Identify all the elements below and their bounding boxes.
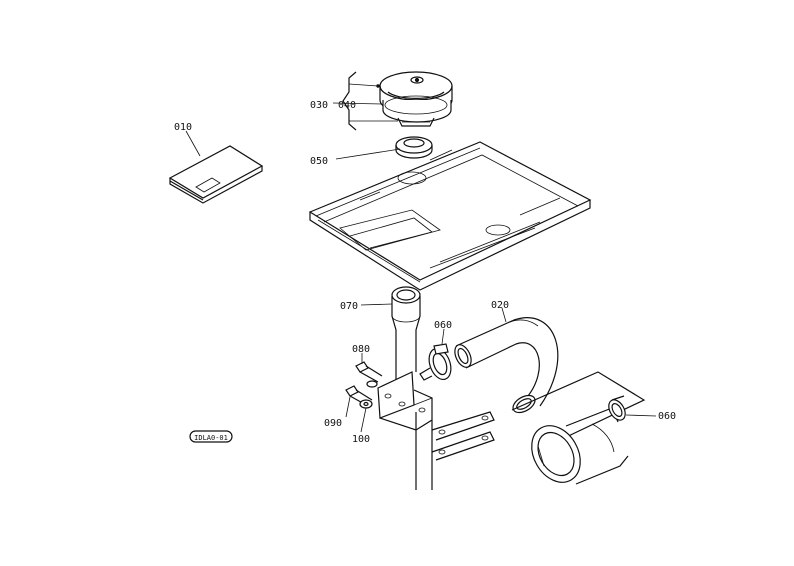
part-080-bolt [355,353,383,388]
part-060-hose-clamp [419,328,452,381]
part-010-manual [168,130,264,204]
hood-panel [308,141,592,291]
part-070-intake-pipe [360,286,421,405]
mounting-bracket [377,371,433,431]
housing-body [511,371,646,485]
drawing-stamp: IDLA0-01 [189,430,233,443]
label-050: 050 [310,156,328,167]
part-090-100-bolt-washer [345,385,373,433]
part-050-grommet [335,136,433,160]
stamp-text: IDLA0-01 [194,434,228,442]
part-020-hose [454,307,559,414]
label-010: 010 [174,122,192,133]
label-080: 080 [352,344,370,355]
label-100: 100 [352,434,370,445]
label-070: 070 [340,301,358,312]
label-090: 090 [324,418,342,429]
label-040: 040 [338,100,356,111]
part-060-clamp-right [608,395,657,421]
label-020: 020 [491,300,509,311]
label-060-right: 060 [658,411,676,422]
part-030-040-air-cleaner [332,71,453,131]
label-060-upper: 060 [434,320,452,331]
support-stand [415,411,495,490]
label-030: 030 [310,100,328,111]
